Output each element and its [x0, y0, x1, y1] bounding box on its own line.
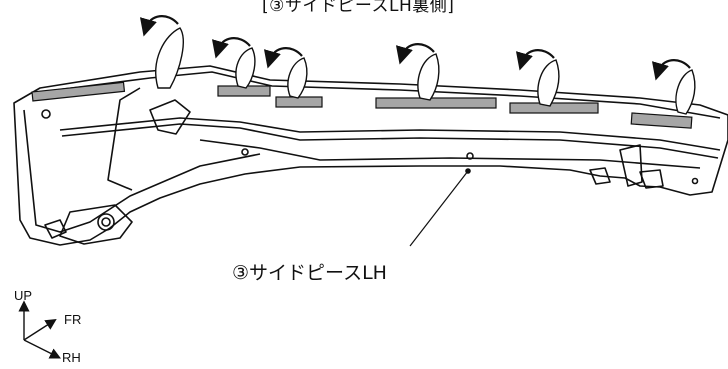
- peel-curl: [287, 57, 308, 99]
- peel-curl: [675, 69, 696, 115]
- tape-strip: [375, 97, 497, 109]
- peel-direction-arrow: [515, 49, 555, 71]
- peel-direction-arrow: [263, 47, 303, 69]
- tape-strip: [509, 102, 599, 114]
- tape-strips: [31, 81, 693, 129]
- peel-curl: [537, 59, 560, 107]
- axis-label-rh: RH: [62, 350, 81, 365]
- axis-label-up: UP: [14, 288, 33, 303]
- fr-axis-arrow: [23, 318, 57, 341]
- peel-curl: [417, 53, 440, 101]
- orientation-axes: [18, 300, 62, 359]
- peel-curls: [155, 27, 696, 115]
- peel-curl: [155, 27, 184, 89]
- axis-label-fr: FR: [64, 312, 82, 327]
- side-piece-label: ③サイドピースLH: [232, 262, 387, 284]
- peel-curl: [235, 47, 256, 89]
- peel-direction-arrow: [211, 37, 251, 59]
- peel-direction-arrow: [651, 59, 691, 81]
- callout-leader: [409, 168, 471, 247]
- view-caption: [③サイドピースLH裏側]: [262, 0, 455, 16]
- tape-strip: [31, 81, 126, 102]
- side-piece-body: [13, 65, 728, 246]
- tape-strip: [275, 96, 323, 108]
- peel-arrows: [139, 15, 691, 81]
- tape-strip: [630, 112, 693, 129]
- rh-axis-arrow: [23, 339, 62, 359]
- peel-direction-arrow: [139, 15, 179, 37]
- peel-direction-arrow: [395, 43, 435, 65]
